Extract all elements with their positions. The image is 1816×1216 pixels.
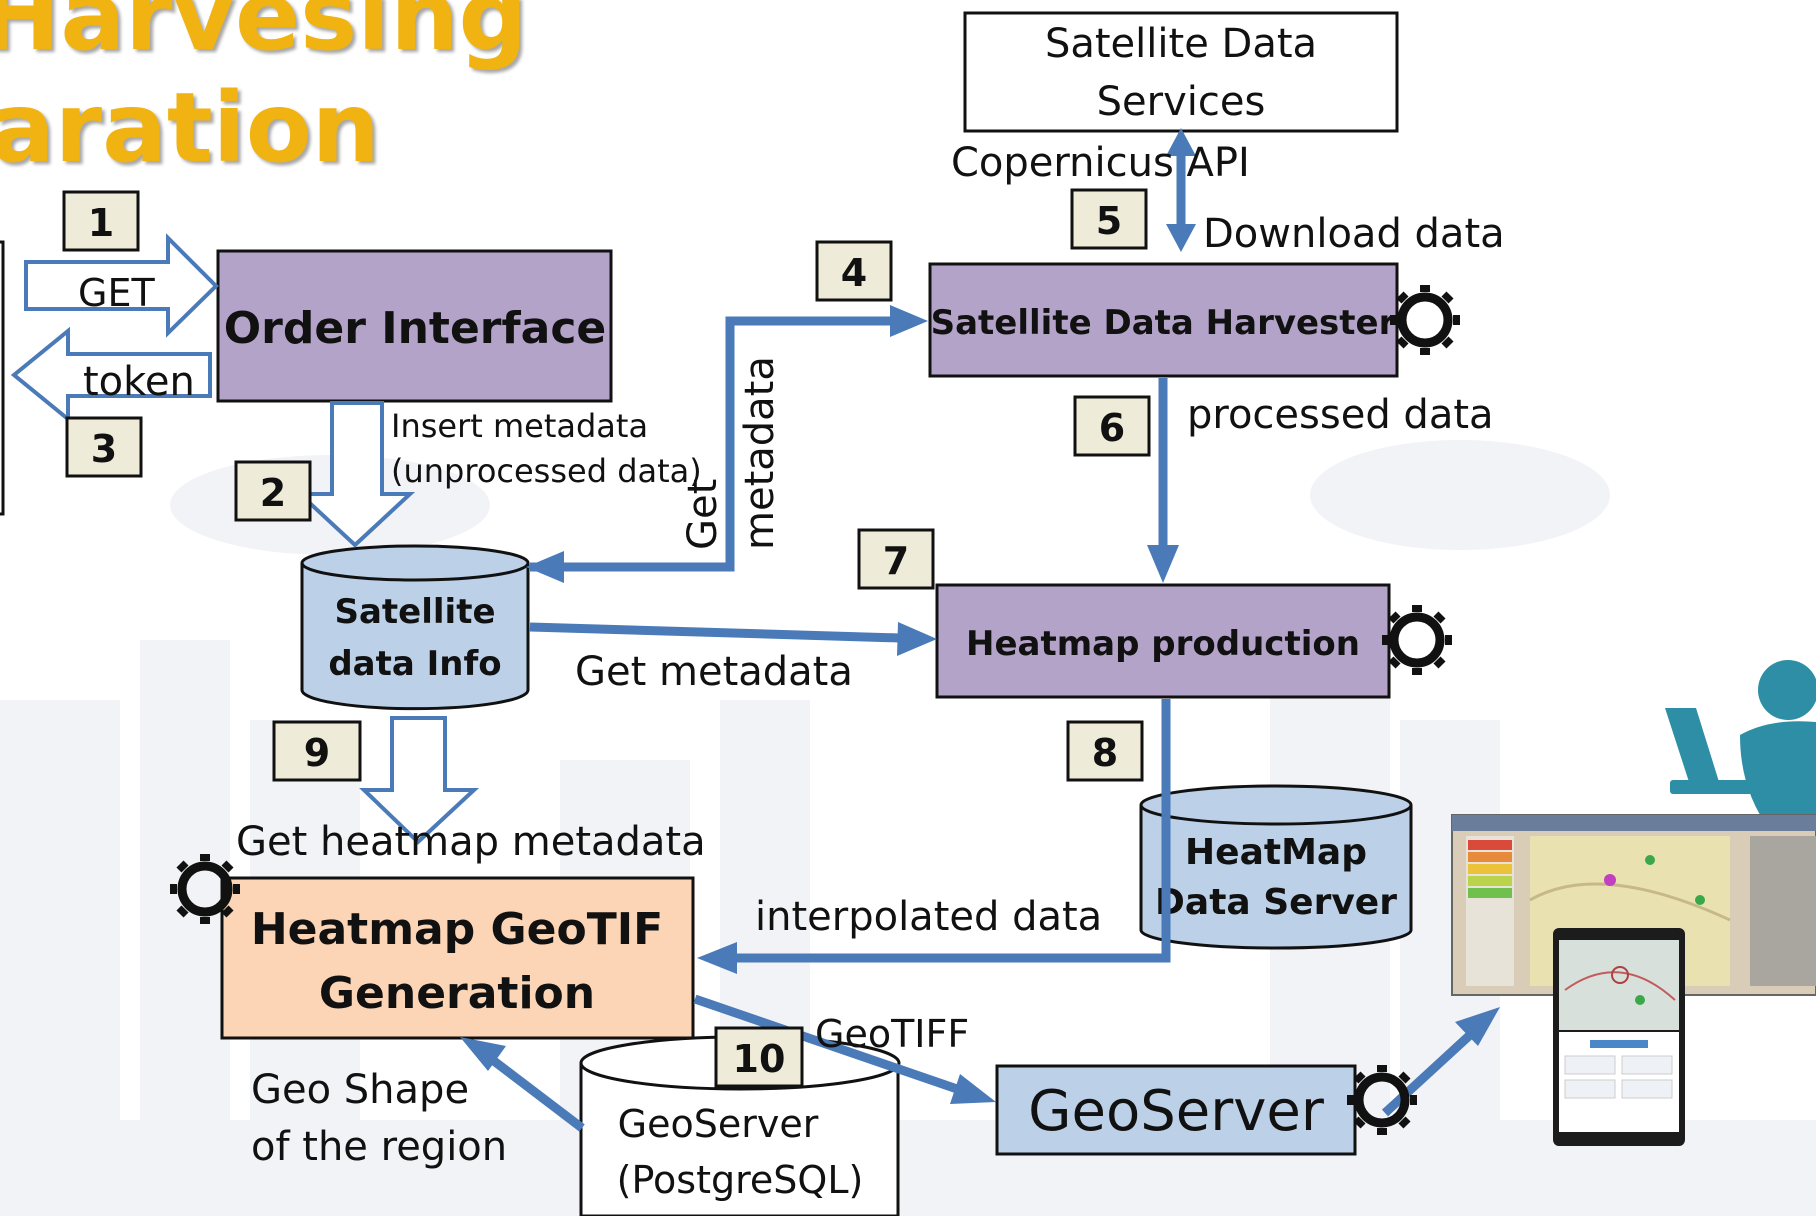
svg-text:8: 8 xyxy=(1092,731,1118,775)
step-badge: 7 xyxy=(857,528,935,590)
dashboard-arrowhead xyxy=(1455,1007,1500,1046)
processed-data-arrowhead xyxy=(1147,545,1179,583)
get-metadata-heatmap-arrow-line xyxy=(529,622,901,643)
download-arrowhead-down xyxy=(1166,224,1196,252)
svg-text:Heatmap GeoTIF: Heatmap GeoTIF xyxy=(251,904,663,955)
get-heatmap-metadata-label: Get heatmap metadata xyxy=(236,819,706,865)
get-metadata-vertical-label-2: metadata xyxy=(737,356,783,550)
gear-icon xyxy=(1382,605,1452,675)
step-badge: 1 xyxy=(62,190,140,252)
geo-shape-arrowhead xyxy=(460,1037,506,1071)
step-badge: 8 xyxy=(1066,720,1144,782)
geo-shape-arrow-line xyxy=(487,1054,585,1132)
insert-metadata-label: Insert metadata xyxy=(391,407,648,445)
get-metadata-arrow-line xyxy=(530,316,892,572)
client-box xyxy=(0,240,5,516)
geo-shape-label-2: of the region xyxy=(251,1124,507,1170)
copernicus-api-label: Copernicus API xyxy=(951,140,1250,186)
geoserver-to-dashboard-line xyxy=(1381,1031,1474,1117)
step-badge: 2 xyxy=(234,460,312,522)
geotiff-arrowhead xyxy=(950,1074,996,1104)
step-badge: 9 xyxy=(272,720,362,782)
satellite-data-info-database: Satellite data Info xyxy=(300,544,530,711)
svg-text:HeatMap: HeatMap xyxy=(1185,832,1367,873)
heatmap-production-box: Heatmap production xyxy=(935,583,1391,699)
gear-icon xyxy=(1347,1065,1417,1135)
token-response-arrow xyxy=(10,326,212,424)
svg-text:7: 7 xyxy=(883,539,909,583)
step-badge: 5 xyxy=(1070,188,1148,250)
svg-text:(PostgreSQL): (PostgreSQL) xyxy=(617,1158,864,1202)
svg-text:Satellite Data: Satellite Data xyxy=(1045,21,1317,67)
satellite-data-harvester-box: Satellite Data Harvester xyxy=(928,262,1399,378)
svg-text:Data Server: Data Server xyxy=(1155,882,1397,923)
get-metadata-arrowhead-left xyxy=(526,551,564,583)
order-interface-box: Order Interface xyxy=(216,249,613,403)
get-metadata-label: Get metadata xyxy=(575,649,853,695)
svg-text:Heatmap production: Heatmap production xyxy=(966,624,1360,664)
get-request-arrow xyxy=(24,233,219,338)
processed-data-label: processed data xyxy=(1187,392,1494,438)
svg-text:3: 3 xyxy=(91,427,117,471)
heatmap-data-server-database: HeatMap Data Server xyxy=(1139,784,1413,950)
get-metadata-arrowhead-right xyxy=(890,305,928,337)
svg-text:GeoServer: GeoServer xyxy=(1028,1079,1325,1144)
gear-icon xyxy=(1390,285,1460,355)
svg-text:Satellite: Satellite xyxy=(334,592,495,632)
svg-text:4: 4 xyxy=(841,251,867,295)
geotiff-arrow-line xyxy=(693,994,962,1095)
svg-text:6: 6 xyxy=(1099,406,1125,450)
gear-icon xyxy=(170,854,240,924)
geotiff-label: GeoTIFF xyxy=(815,1012,969,1056)
step-badge: 3 xyxy=(65,416,143,478)
geoserver-box: GeoServer xyxy=(995,1064,1357,1156)
svg-text:Order Interface: Order Interface xyxy=(224,303,607,354)
step-badge: 4 xyxy=(815,240,893,302)
heatmap-geotif-generation-box: Heatmap GeoTIF Generation xyxy=(220,876,695,1040)
insert-metadata-arrow xyxy=(294,401,416,548)
svg-text:9: 9 xyxy=(304,731,330,775)
svg-text:2: 2 xyxy=(260,471,286,515)
geo-shape-label: Geo Shape xyxy=(251,1067,469,1113)
step-badge: 6 xyxy=(1073,395,1151,457)
mobile-app-screenshot xyxy=(1553,928,1685,1146)
copernicus-arrowhead-up xyxy=(1166,128,1196,156)
insert-metadata-label-2: (unprocessed data) xyxy=(391,452,702,490)
interpolated-data-label: interpolated data xyxy=(755,894,1102,940)
svg-text:5: 5 xyxy=(1096,199,1122,243)
user-at-laptop-icon xyxy=(1665,660,1816,830)
title-line-1: Harvesing xyxy=(0,0,528,72)
satellite-data-services-box: Satellite Data Services xyxy=(963,11,1399,133)
svg-text:10: 10 xyxy=(733,1037,786,1081)
get-heatmap-metadata-arrow xyxy=(359,716,480,845)
svg-text:1: 1 xyxy=(88,201,114,245)
get-label: GET xyxy=(78,271,155,315)
svg-text:GeoServer: GeoServer xyxy=(618,1102,819,1146)
title-line-2: aration xyxy=(0,72,380,184)
svg-text:Satellite Data Harvester: Satellite Data Harvester xyxy=(931,303,1396,343)
token-label: token xyxy=(83,359,195,405)
interpolated-data-arrowhead xyxy=(697,942,737,974)
svg-text:data Info: data Info xyxy=(328,644,501,684)
step-badge: 10 xyxy=(714,1026,804,1088)
interpolated-data-arrow-line xyxy=(735,699,1171,963)
get-metadata-vertical-label: Get xyxy=(680,479,726,550)
svg-text:Generation: Generation xyxy=(319,968,595,1019)
download-data-label: Download data xyxy=(1203,211,1505,257)
svg-text:Services: Services xyxy=(1097,79,1266,125)
get-metadata-heatmap-arrowhead xyxy=(897,622,937,656)
